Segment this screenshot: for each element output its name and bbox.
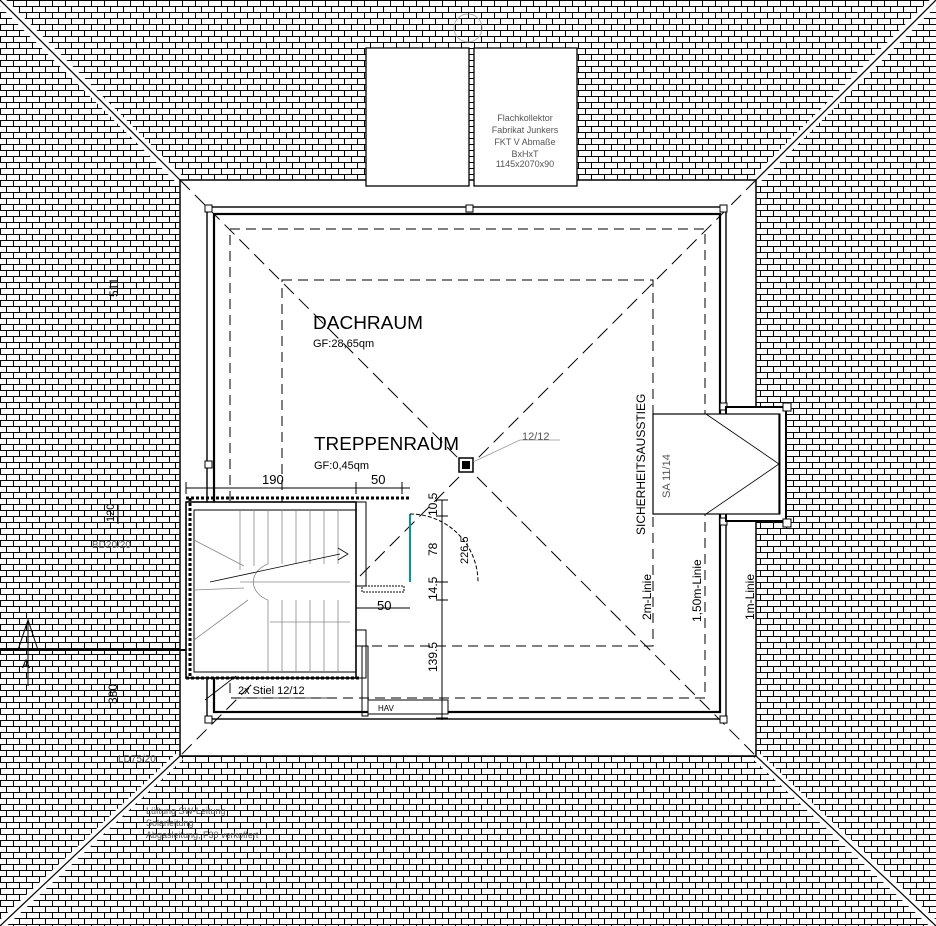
bd-window-label: BD20/20 (92, 540, 131, 551)
line-2m: 2m-Linie (640, 574, 654, 620)
dim-380: 380 (106, 684, 120, 704)
dimension-lines (0, 482, 448, 720)
dim-78: 78 (426, 542, 440, 556)
stair-door (409, 513, 479, 583)
collector-line1: Flachkollektor (497, 113, 553, 123)
dim-14-5: 14.5 (426, 576, 440, 600)
hav-label: HAV (378, 704, 395, 713)
egress-label: SICHERHEITSAUSSTIEG (634, 394, 648, 535)
note-line1: Lüftung SW-Leitung (146, 806, 225, 816)
studs-label: 2x Stiel 12/12 (238, 685, 305, 697)
room-treppenraum-area: GF:0,45qm (314, 460, 369, 472)
note-line2: Solarleitung (146, 818, 194, 828)
dim-120: 120 (105, 504, 117, 522)
stairwell (185, 496, 410, 717)
room-dachraum-area: GF:28,65qm (313, 338, 374, 350)
dim-139-5: 139.5 (426, 642, 440, 672)
ridge-point (458, 439, 560, 473)
room-treppenraum-name: TREPPENRAUM (314, 434, 459, 454)
collector-line5: 1145x2070x90 (496, 159, 554, 169)
ld-window-label: LD75/20 (118, 754, 156, 765)
dim-10-5: 10.5 (426, 492, 440, 516)
dim-190: 190 (262, 472, 284, 487)
dim-511: 511 (107, 278, 121, 297)
line-150: 1,50m-Linie (690, 559, 704, 622)
dim-top-50: 50 (371, 472, 385, 487)
collector-line4: BxHxT (512, 149, 540, 159)
room-dachraum-name: DACHRAUM (313, 313, 423, 333)
egress-hatch (652, 402, 792, 528)
collector-line2: Fabrikat Junkers (492, 125, 559, 135)
note-line3: Abgasleitung, F30 verkoffert (146, 830, 259, 840)
labels: DACHRAUM GF:28,65qm TREPPENRAUM GF:0,45q… (22, 113, 757, 840)
solar-collectors (365, 13, 578, 187)
section-marker-label: A (22, 657, 30, 671)
dim-mid-50: 50 (377, 598, 391, 613)
dim-226-5: 226.5 (459, 536, 471, 564)
egress-model: SA 11/14 (661, 454, 673, 498)
line-1m: 1m-Linie (743, 574, 757, 620)
rafter-label: 12/12 (522, 431, 550, 443)
section-marker (17, 618, 39, 686)
hav-box (367, 699, 449, 715)
collector-line3: FKT V Abmaße (494, 137, 555, 147)
